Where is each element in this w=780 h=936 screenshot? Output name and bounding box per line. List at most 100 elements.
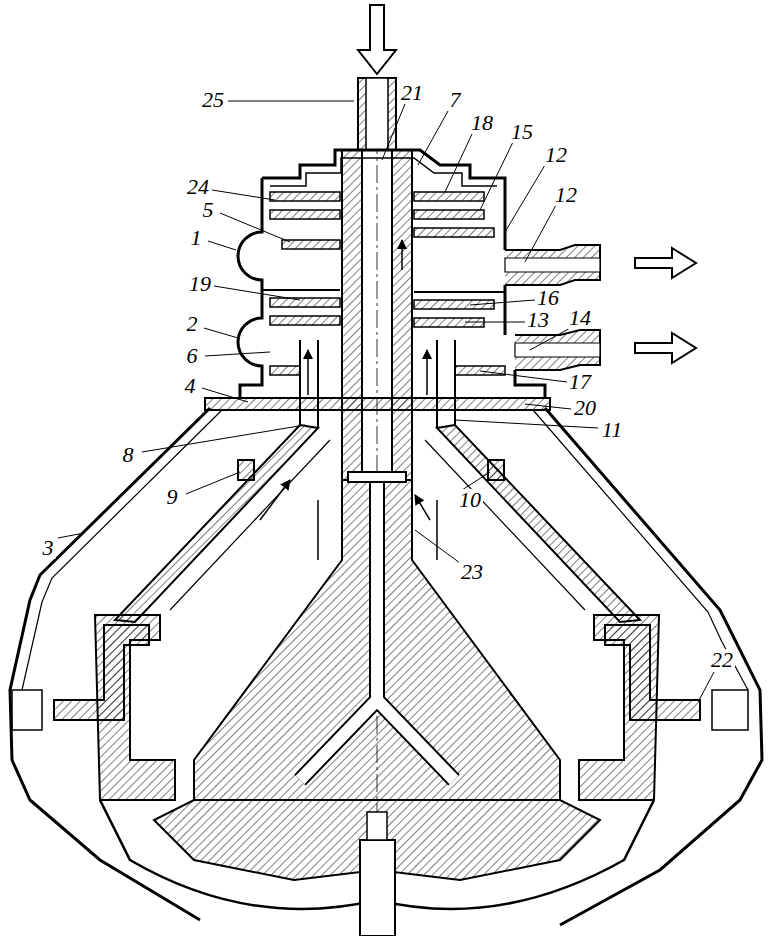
callout-number: 19 [187, 273, 213, 295]
housing-ring [605, 625, 700, 720]
outlet-arrow [635, 248, 696, 278]
leader-line [455, 420, 598, 428]
disk-line [425, 440, 585, 610]
seal-ring [270, 210, 340, 219]
outlet-pipe [515, 330, 600, 370]
callout-number: 6 [185, 345, 200, 367]
callout-number: 11 [600, 419, 624, 441]
leader-line [142, 425, 305, 452]
leader-line [525, 404, 571, 409]
callout-number: 14 [567, 307, 593, 329]
flow-arrow [415, 495, 430, 520]
leader-line [415, 530, 460, 563]
callout-number: 21 [399, 82, 425, 104]
shaft-wall [392, 150, 412, 480]
housing-ring [54, 625, 149, 720]
disk-line [170, 440, 330, 610]
leader-line [186, 472, 240, 494]
partition [262, 289, 340, 291]
seal-ring [282, 240, 340, 249]
leader-line [445, 134, 472, 192]
leader-line [208, 241, 236, 250]
leader-line [58, 533, 84, 538]
bowl-neck [437, 340, 455, 428]
bowl-cone [115, 425, 318, 622]
callout-number: 16 [535, 287, 561, 309]
callout-number: 13 [525, 309, 551, 331]
callout-number: 2 [185, 313, 200, 335]
flow-arrow [401, 240, 403, 270]
pipe-bore [505, 258, 600, 272]
flow-arrow [426, 350, 428, 395]
inlet-arrow [358, 5, 396, 74]
callout-number: 5 [201, 199, 216, 221]
shell-left [238, 178, 262, 398]
leader-line [480, 371, 567, 382]
callout-number: 1 [189, 227, 204, 249]
seal-ring [270, 366, 300, 375]
outlet-pipe [505, 245, 600, 285]
bowl-neck [300, 340, 318, 428]
seal-ring [270, 192, 340, 201]
leader-line [214, 286, 300, 300]
callout-number: 25 [200, 89, 226, 111]
distributor [194, 480, 560, 800]
flange [205, 398, 550, 410]
callout-number: 3 [41, 537, 56, 559]
callout-number: 22 [709, 649, 735, 671]
leader-line [202, 388, 248, 402]
shaft-wall [342, 150, 362, 480]
channel [300, 480, 454, 780]
callout-number: 7 [448, 89, 463, 111]
flow-arrow [260, 480, 290, 520]
callout-number: 4 [183, 375, 198, 397]
cover [262, 150, 505, 250]
leader-line [698, 672, 714, 702]
leader-lines [58, 101, 714, 702]
housing [545, 408, 762, 925]
leader-line [228, 101, 354, 102]
callout-number: 8 [121, 444, 136, 466]
seal-ring [488, 460, 504, 480]
shaft-joint [348, 472, 406, 482]
callout-number: 9 [165, 486, 180, 508]
callout-number: 20 [572, 397, 598, 419]
bowl-cone [437, 425, 640, 622]
seal-ring [238, 460, 254, 480]
leader-line [462, 472, 490, 490]
leader-line [418, 111, 448, 165]
callout-number: 12 [543, 144, 569, 166]
outlet-arrow [635, 333, 696, 363]
leader-line [470, 300, 535, 305]
callout-number: 17 [567, 371, 593, 393]
leader-line [205, 352, 270, 356]
seal-ring [270, 316, 340, 325]
spindle-nut [367, 812, 387, 840]
nozzle-bore [366, 78, 388, 150]
leader-line [525, 205, 556, 262]
callout-number: 15 [509, 121, 535, 143]
leader-line [212, 190, 275, 200]
callout-number: 23 [459, 561, 485, 583]
leader-line [480, 142, 513, 210]
channel-wall [317, 500, 319, 560]
channel-wall [436, 500, 438, 560]
pipe-bore [515, 343, 600, 357]
callout-number: 18 [469, 112, 495, 134]
partition [414, 291, 505, 293]
leader-line [220, 213, 290, 242]
seal-ring [414, 210, 484, 219]
seal-ring [414, 228, 494, 237]
housing-foot [12, 690, 42, 730]
callout-number: 12 [553, 184, 579, 206]
leader-line [505, 165, 545, 232]
flow-arrow [307, 350, 309, 395]
channel-outline [300, 480, 454, 780]
seal-ring [270, 298, 340, 307]
leader-line [382, 104, 405, 160]
seal-ring [414, 192, 484, 201]
